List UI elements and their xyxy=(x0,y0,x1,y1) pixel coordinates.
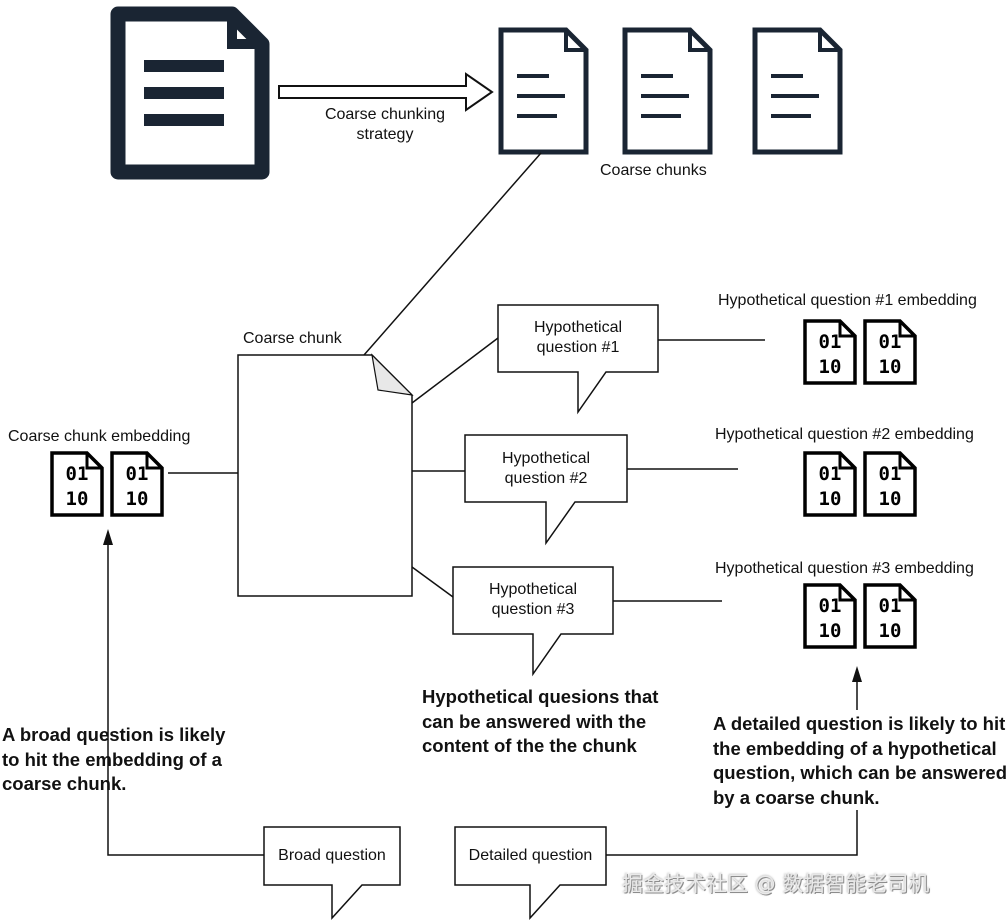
speech-bubble-q1 xyxy=(497,304,659,415)
hypothetical-embedding-label: Hypothetical question #1 embedding xyxy=(718,292,977,309)
coarse-chunk-label: Coarse chunk xyxy=(243,330,342,347)
chunking-arrow xyxy=(278,72,494,112)
binary-file-icon xyxy=(863,583,917,649)
hypothetical-note: Hypothetical quesions that can be answer… xyxy=(422,686,659,756)
coarse-chunks-label: Coarse chunks xyxy=(600,162,707,179)
broad-question-arrow xyxy=(107,542,264,856)
source-document-icon xyxy=(110,6,270,180)
detailed-question-arrow xyxy=(606,680,858,856)
broad-question-text: Broad question xyxy=(278,847,386,864)
bubble-text-q3: Hypothetical question #3 xyxy=(488,581,578,618)
binary-file-icon xyxy=(863,451,917,517)
bubble-text-q2: Hypothetical question #2 xyxy=(501,450,591,487)
speech-bubble-q2 xyxy=(464,434,628,546)
coarse-chunk-page xyxy=(237,353,414,597)
speech-bubble-detailed xyxy=(454,826,607,920)
coarse-chunk-embedding-label: Coarse chunk embedding xyxy=(8,428,191,445)
hypothetical-embedding-label: Hypothetical question #3 embedding xyxy=(715,560,974,577)
arrowhead xyxy=(852,666,862,682)
coarse-chunk-document-icon xyxy=(752,27,843,155)
binary-file-icon xyxy=(50,451,104,517)
binary-file-icon xyxy=(803,583,857,649)
arrowhead xyxy=(103,529,113,545)
broad-question-note: A broad question is likely to hit the em… xyxy=(2,724,226,794)
binary-file-icon xyxy=(110,451,164,517)
chunk-connector-line xyxy=(363,152,542,356)
speech-bubble-broad xyxy=(263,826,401,920)
watermark-text: 掘金技术社区 @ 数据智能老司机 xyxy=(622,872,930,896)
binary-file-icon xyxy=(803,319,857,385)
binary-file-icon xyxy=(803,451,857,517)
detailed-question-text: Detailed question xyxy=(468,847,593,864)
coarse-chunk-document-icon xyxy=(622,27,713,155)
detailed-question-note: A detailed question is likely to hit the… xyxy=(713,713,1008,808)
connector-line xyxy=(411,337,499,404)
bubble-text-q1: Hypothetical question #1 xyxy=(533,319,623,356)
speech-bubble-q3 xyxy=(452,566,614,677)
binary-file-icon xyxy=(863,319,917,385)
chunking-strategy-label: Coarse chunking strategy xyxy=(324,106,446,143)
hypothetical-embedding-label: Hypothetical question #2 embedding xyxy=(715,426,974,443)
connector-line xyxy=(411,566,454,598)
coarse-chunk-document-icon xyxy=(498,27,589,155)
